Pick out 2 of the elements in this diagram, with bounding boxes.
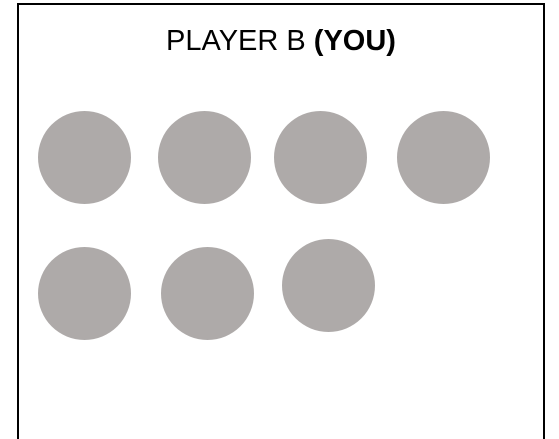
player-panel <box>17 3 545 439</box>
title-text: PLAYER B (YOU) <box>165 25 397 58</box>
